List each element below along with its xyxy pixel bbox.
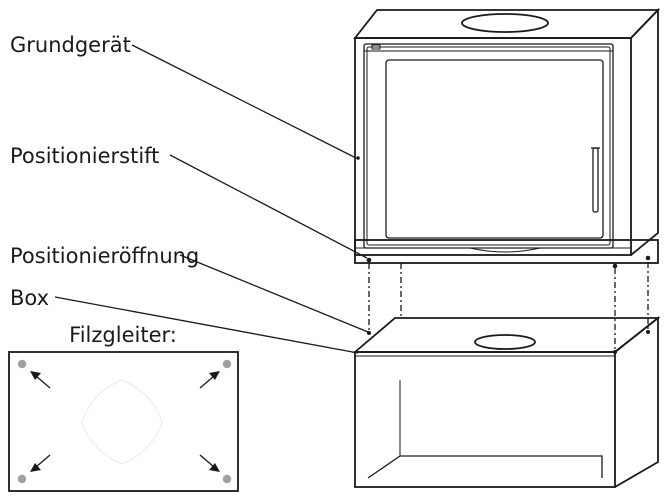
glide-bottom-left	[17, 474, 27, 484]
arrow-icon	[30, 371, 51, 389]
leader-positioning-hole	[179, 254, 369, 333]
door-frame	[363, 43, 614, 249]
label-felt-glides: Filzgleiter:	[69, 323, 177, 347]
plinth-pin-right-front	[612, 263, 618, 269]
box-front-face	[354, 351, 616, 488]
glide-bottom-right	[222, 474, 232, 484]
felt-glides-inset: Filzgleiter:	[8, 323, 239, 492]
box-side-face	[614, 316, 659, 488]
plinth-detail	[469, 247, 541, 253]
inset-frame	[8, 351, 239, 492]
label-box: Box	[10, 286, 49, 310]
door-glass	[385, 59, 604, 239]
door-handle	[592, 147, 599, 213]
glide-top-left	[17, 359, 27, 369]
flue-opening-top	[461, 13, 549, 33]
inset-faint-outline	[81, 379, 163, 465]
stove-front-face	[354, 37, 632, 256]
leader-base-unit	[131, 44, 357, 159]
arrow-icon	[30, 454, 51, 472]
label-positioning-pin: Positionierstift	[10, 144, 159, 168]
box-unit	[352, 316, 661, 488]
arrow-icon	[199, 371, 220, 389]
label-base-unit: Grundgerät	[10, 33, 131, 57]
box-cavity	[367, 455, 603, 479]
positioning-pin-marker	[356, 156, 360, 160]
labels: Grundgerät Positionierstift Positionierö…	[10, 33, 369, 354]
stove-unit	[353, 7, 661, 269]
hinge-detail	[371, 44, 381, 50]
glide-top-right	[222, 359, 232, 369]
alignment-lines	[368, 262, 649, 352]
leader-positioning-pin	[169, 154, 368, 259]
flue-opening-box	[474, 334, 536, 350]
door-frame-inner	[366, 46, 611, 246]
box-hole-right-back	[646, 330, 650, 334]
stove-side-face	[630, 7, 659, 256]
leader-box	[54, 296, 359, 354]
plinth-pin-right-back	[645, 255, 651, 261]
label-positioning-hole: Positionieröffnung	[10, 244, 199, 268]
arrow-icon	[199, 454, 220, 472]
plinth-pin-left	[366, 257, 372, 263]
